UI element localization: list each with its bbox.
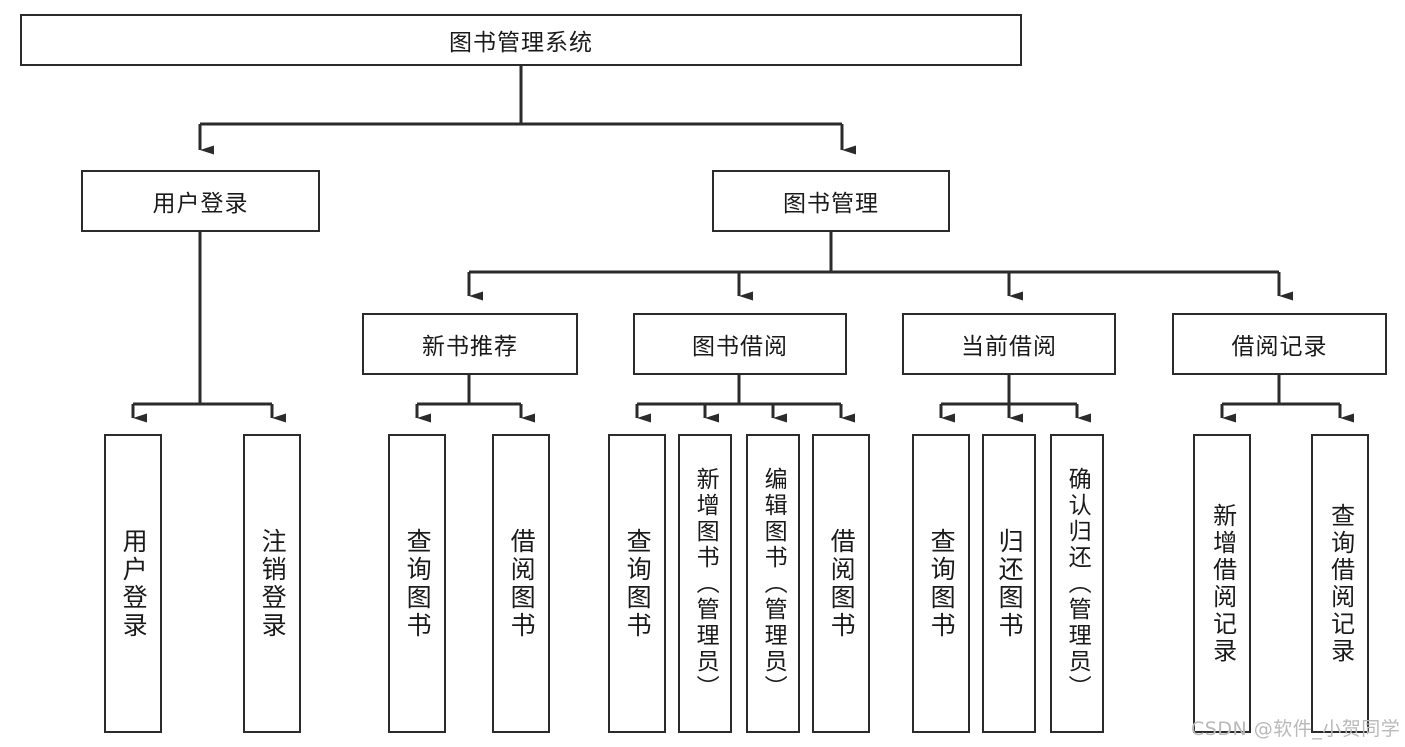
- node-leaf-confirm-return-label: 确认归还（管理员）: [1064, 466, 1091, 701]
- node-current-borrow[interactable]: 当前借阅: [902, 313, 1116, 375]
- node-leaf-add-record-label: 新增借阅记录: [1208, 502, 1237, 665]
- node-borrow-record-label: 借阅记录: [1231, 334, 1328, 360]
- node-book-management[interactable]: 图书管理: [712, 170, 950, 232]
- node-user-login-label: 用户登录: [152, 191, 249, 217]
- node-leaf-query-book-3-label: 查询图书: [927, 527, 957, 640]
- node-leaf-add-book[interactable]: 新增图书（管理员）: [678, 434, 732, 733]
- node-leaf-query-book-1[interactable]: 查询图书: [388, 434, 446, 733]
- node-leaf-return-book[interactable]: 归还图书: [982, 434, 1036, 733]
- node-user-login[interactable]: 用户登录: [81, 170, 320, 232]
- node-root-system-label: 图书管理系统: [449, 30, 593, 56]
- node-leaf-user-logout[interactable]: 注销登录: [243, 434, 301, 733]
- node-book-borrow[interactable]: 图书借阅: [633, 313, 847, 375]
- node-root-system[interactable]: 图书管理系统: [20, 14, 1022, 66]
- node-leaf-borrow-book-2-label: 借阅图书: [827, 527, 857, 640]
- node-leaf-confirm-return[interactable]: 确认归还（管理员）: [1050, 434, 1104, 733]
- node-leaf-edit-book-label: 编辑图书（管理员）: [760, 466, 787, 701]
- node-current-borrow-label: 当前借阅: [961, 334, 1057, 360]
- node-leaf-query-record[interactable]: 查询借阅记录: [1311, 434, 1369, 733]
- node-leaf-query-book-3[interactable]: 查询图书: [912, 434, 970, 733]
- node-leaf-borrow-book-1-label: 借阅图书: [507, 527, 537, 640]
- node-leaf-user-logout-label: 注销登录: [258, 527, 288, 640]
- node-leaf-user-login-label: 用户登录: [119, 527, 149, 640]
- node-leaf-user-login[interactable]: 用户登录: [104, 434, 162, 733]
- node-new-book-recommend-label: 新书推荐: [422, 334, 518, 360]
- node-leaf-query-book-2-label: 查询图书: [623, 527, 653, 640]
- node-leaf-query-book-2[interactable]: 查询图书: [608, 434, 666, 733]
- node-book-borrow-label: 图书借阅: [692, 334, 788, 360]
- node-leaf-borrow-book-1[interactable]: 借阅图书: [492, 434, 550, 733]
- node-leaf-query-book-1-label: 查询图书: [403, 527, 433, 640]
- node-leaf-add-record[interactable]: 新增借阅记录: [1193, 434, 1251, 733]
- node-leaf-add-book-label: 新增图书（管理员）: [692, 466, 719, 701]
- node-borrow-record[interactable]: 借阅记录: [1172, 313, 1387, 375]
- node-new-book-recommend[interactable]: 新书推荐: [362, 313, 578, 375]
- csdn-watermark: CSDN @软件_小贺同学: [1191, 718, 1401, 740]
- node-leaf-edit-book[interactable]: 编辑图书（管理员）: [746, 434, 800, 733]
- node-leaf-borrow-book-2[interactable]: 借阅图书: [812, 434, 870, 733]
- node-leaf-query-record-label: 查询借阅记录: [1326, 502, 1355, 665]
- node-book-management-label: 图书管理: [783, 191, 879, 217]
- node-leaf-return-book-label: 归还图书: [995, 527, 1025, 640]
